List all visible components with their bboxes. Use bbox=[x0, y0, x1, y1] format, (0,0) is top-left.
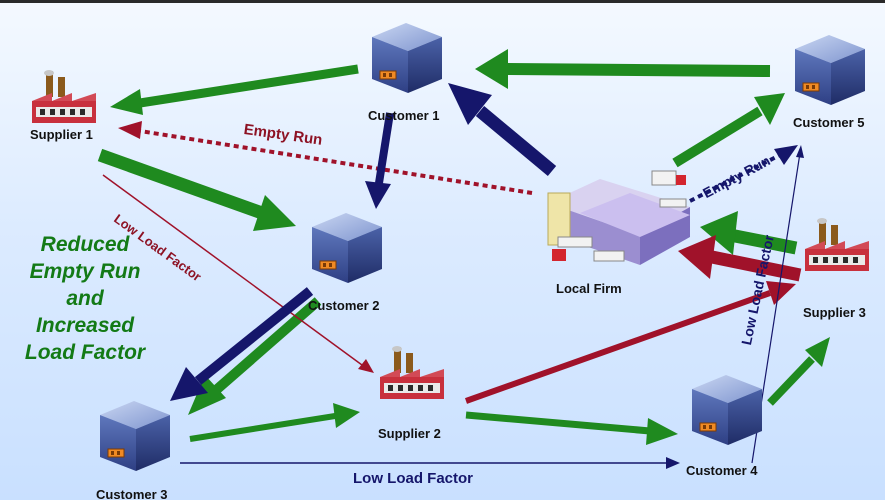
cube-icon bbox=[99, 400, 171, 472]
banner-line: Reduced bbox=[40, 233, 130, 256]
reduced-empty-run-banner: Reduced Empty Run and Increased Load Fac… bbox=[10, 231, 160, 366]
cube-icon bbox=[794, 34, 866, 106]
maroon-arrows bbox=[102, 121, 802, 404]
customer2-label: Customer 2 bbox=[308, 298, 380, 313]
supplier2-label: Supplier 2 bbox=[378, 426, 441, 441]
green-arrows bbox=[97, 49, 830, 445]
factory-icon bbox=[32, 70, 96, 123]
factory-icon bbox=[805, 218, 869, 271]
banner-line: Increased bbox=[35, 314, 135, 337]
banner-line: Empty Run bbox=[29, 260, 141, 283]
supplier1-label: Supplier 1 bbox=[30, 127, 93, 142]
warehouse-truck-icon bbox=[547, 170, 690, 265]
cube-icon bbox=[311, 212, 383, 284]
customer3-label: Customer 3 bbox=[96, 487, 168, 500]
supplier3-label: Supplier 3 bbox=[803, 305, 866, 320]
customer1-label: Customer 1 bbox=[368, 108, 440, 123]
diagram-graphics bbox=[32, 22, 869, 472]
banner-line: and bbox=[66, 287, 104, 310]
cube-icon bbox=[691, 374, 763, 446]
factory-icon bbox=[380, 346, 444, 399]
navy-arrows bbox=[170, 83, 804, 469]
customer4-label: Customer 4 bbox=[686, 463, 758, 478]
low-load-factor-label-bottom: Low Load Factor bbox=[353, 470, 473, 487]
local-firm-label: Local Firm bbox=[556, 281, 622, 296]
banner-line: Load Factor bbox=[24, 341, 146, 364]
customer5-label: Customer 5 bbox=[793, 115, 865, 130]
cube-icon bbox=[371, 22, 443, 94]
